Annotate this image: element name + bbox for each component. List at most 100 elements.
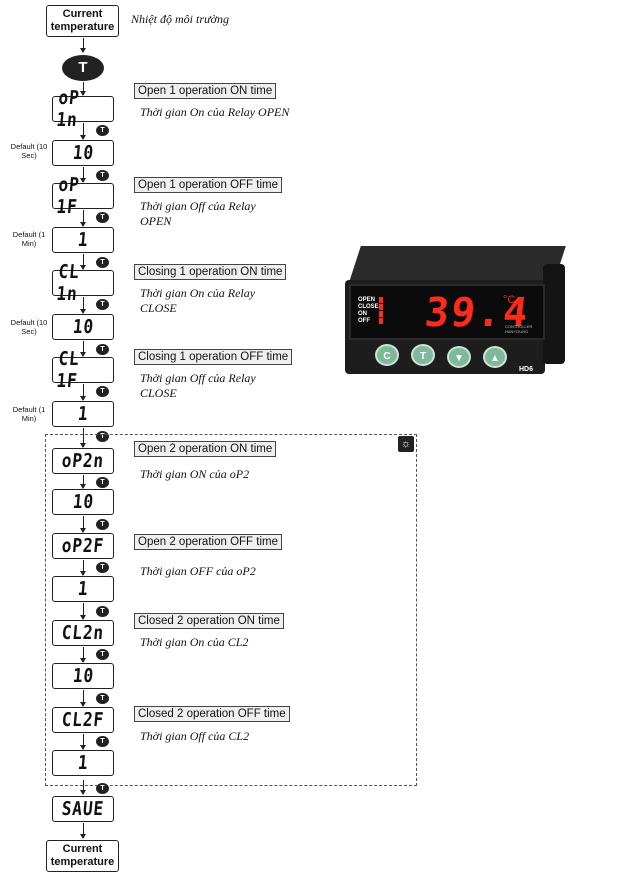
gear-icon: ☼ <box>398 436 414 452</box>
device-indicator-close: CLOSE <box>358 304 379 310</box>
t-button-icon: T <box>96 783 109 794</box>
flow-arrow <box>80 780 86 795</box>
parameter-description-label: Open 1 operation ON time <box>134 83 277 99</box>
parameter-description-label: Closed 2 operation OFF time <box>134 706 290 722</box>
device-side <box>543 264 565 364</box>
t-button-icon: T <box>96 649 109 660</box>
flow-arrow <box>80 254 86 270</box>
parameter-code-display: CL 1n <box>52 261 114 305</box>
parameter-description-label: Closing 1 operation OFF time <box>134 349 293 365</box>
parameter-value-display: 10 <box>52 140 114 166</box>
t-button-icon: T <box>62 55 104 81</box>
device-indicator-off: OFF <box>358 318 370 324</box>
start-vn-note: Nhiệt độ môi trường <box>131 12 229 26</box>
parameter-code-display: CL2F <box>52 707 114 733</box>
parameter-value-display: 1 <box>52 750 114 776</box>
start-label: Current temperature <box>50 8 115 33</box>
led-open <box>379 297 383 303</box>
flow-arrow <box>80 734 86 750</box>
t-button-icon: T <box>96 736 109 747</box>
parameter-value-display: 1 <box>52 227 114 253</box>
flow-arrow <box>80 82 86 96</box>
optional-group-frame <box>45 434 417 786</box>
device-housing-top <box>349 246 566 282</box>
flow-arrow <box>80 384 86 401</box>
device-up-button: ▲ <box>483 346 507 368</box>
t-button-icon: T <box>96 606 109 617</box>
save-code: SAUE <box>60 798 106 820</box>
flow-arrow <box>80 560 86 576</box>
t-button-icon: T <box>96 693 109 704</box>
parameter-code-display: oP2F <box>52 533 114 559</box>
flow-arrow <box>80 603 86 620</box>
parameter-description-label: Closing 1 operation ON time <box>134 264 287 280</box>
t-button-icon: T <box>96 170 109 181</box>
parameter-value: 1 <box>76 229 90 251</box>
flow-arrow <box>80 823 86 839</box>
save-display: SAUE <box>52 796 114 822</box>
parameter-value-display: 1 <box>52 576 114 602</box>
default-note: Default (1 Min) <box>12 230 46 248</box>
flow-arrow <box>80 123 86 140</box>
parameter-description-label: Open 1 operation OFF time <box>134 177 282 193</box>
parameter-code-display: CL2n <box>52 620 114 646</box>
parameter-code-display: oP 1F <box>52 174 114 218</box>
parameter-value-display: 10 <box>52 663 114 689</box>
flow-arrow <box>80 210 86 227</box>
flow-arrow <box>80 475 86 489</box>
flow-arrow <box>80 341 86 357</box>
parameter-code-display: oP2n <box>52 448 114 474</box>
t-button-icon: T <box>96 431 109 442</box>
t-button-icon: T <box>96 477 109 488</box>
parameter-vn-note: Thời gian On của Relay OPEN <box>140 105 290 119</box>
parameter-value: 10 <box>71 142 95 164</box>
device-model: HD6 <box>519 366 534 373</box>
t-button-icon: T <box>96 125 109 136</box>
parameter-vn-note: Thời gian On của Relay CLOSE <box>140 286 256 315</box>
flow-arrow <box>80 647 86 663</box>
parameter-value-display: 10 <box>52 314 114 340</box>
default-note: Default (1 Min) <box>12 405 46 423</box>
parameter-vn-note: Thời gian Off của Relay OPEN <box>140 199 256 228</box>
device-c-button: C <box>375 344 399 366</box>
led-on <box>379 311 383 317</box>
parameter-vn-note: Thời gian Off của Relay CLOSE <box>140 371 256 400</box>
parameter-value: 1 <box>76 403 90 425</box>
default-note: Default (10 Sec) <box>10 318 48 336</box>
parameter-vn-note: Thời gian On của CL2 <box>140 635 249 649</box>
controller-device-image: OPEN CLOSE ON OFF 39.4 °C CONTROLLER HAN… <box>345 246 570 386</box>
device-indicator-on: ON <box>358 311 367 317</box>
led-off <box>379 318 383 324</box>
end-label: Current temperature <box>50 843 115 868</box>
t-button-icon: T <box>96 212 109 223</box>
flow-arrow <box>80 516 86 533</box>
t-button-icon: T <box>96 386 109 397</box>
parameter-value-display: 1 <box>52 401 114 427</box>
t-button-icon: T <box>96 562 109 573</box>
flow-arrow <box>80 297 86 314</box>
parameter-description-label: Open 2 operation OFF time <box>134 534 282 550</box>
flow-arrow <box>80 167 86 183</box>
device-unit: °C <box>503 294 516 306</box>
device-indicator-open: OPEN <box>358 297 376 303</box>
parameter-vn-note: Thời gian ON của oP2 <box>140 467 250 481</box>
flow-arrow <box>80 38 86 53</box>
t-button-icon: T <box>96 257 109 268</box>
t-button-icon: T <box>96 519 109 530</box>
flow-arrow <box>80 690 86 707</box>
parameter-description-label: Open 2 operation ON time <box>134 441 277 457</box>
led-close <box>379 304 383 310</box>
parameter-value: 10 <box>71 316 95 338</box>
flow-arrow <box>80 428 86 448</box>
parameter-vn-note: Thời gian Off của CL2 <box>140 729 250 743</box>
parameter-code-display: oP 1n <box>52 87 114 131</box>
parameter-description-label: Closed 2 operation ON time <box>134 613 284 629</box>
parameter-value-display: 10 <box>52 489 114 515</box>
parameter-vn-note: Thời gian OFF của oP2 <box>140 564 256 578</box>
device-down-button: ▼ <box>447 346 471 368</box>
t-button-icon: T <box>96 299 109 310</box>
device-t-button: T <box>411 344 435 366</box>
t-button-icon: T <box>96 344 109 355</box>
parameter-code-display: CL 1F <box>52 348 114 392</box>
start-current-temperature-box: Current temperature <box>46 5 119 37</box>
